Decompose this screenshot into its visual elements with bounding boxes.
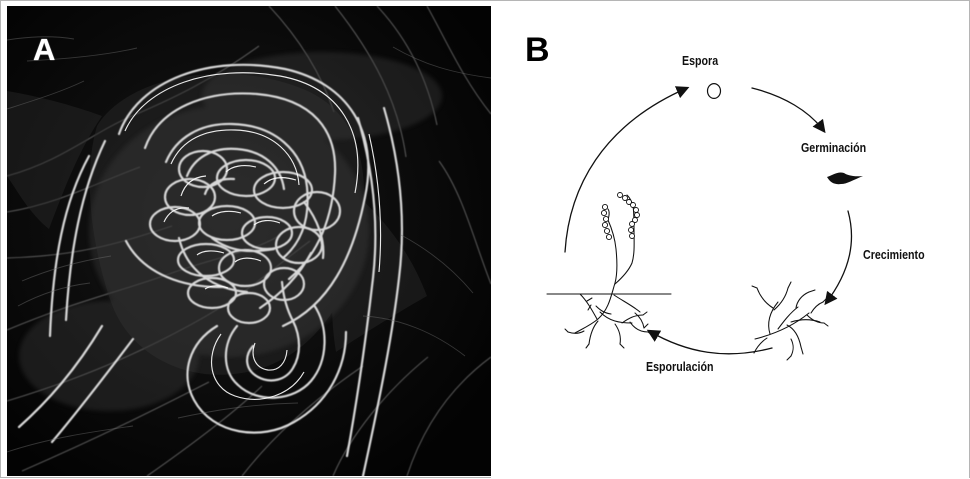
germinating-spore-icon bbox=[827, 172, 863, 184]
cycle-arrow-esporulacion bbox=[649, 331, 772, 354]
panel-b-life-cycle: B Espora Germinación Crecimiento Esporul… bbox=[491, 1, 969, 479]
life-cycle-diagram bbox=[491, 1, 969, 479]
micrograph-image bbox=[7, 6, 491, 476]
spore-icon bbox=[708, 84, 721, 99]
panel-a-micrograph: A bbox=[7, 6, 491, 476]
mycelium-growth-icon bbox=[752, 282, 828, 360]
panel-b-label: B bbox=[525, 33, 549, 67]
cycle-arrow-espora bbox=[565, 88, 687, 252]
cycle-arrow-germinacion bbox=[752, 88, 824, 131]
cycle-arrow-crecimiento bbox=[826, 211, 852, 303]
panel-a-label: A bbox=[33, 34, 55, 65]
sporulation-icon bbox=[547, 195, 671, 348]
